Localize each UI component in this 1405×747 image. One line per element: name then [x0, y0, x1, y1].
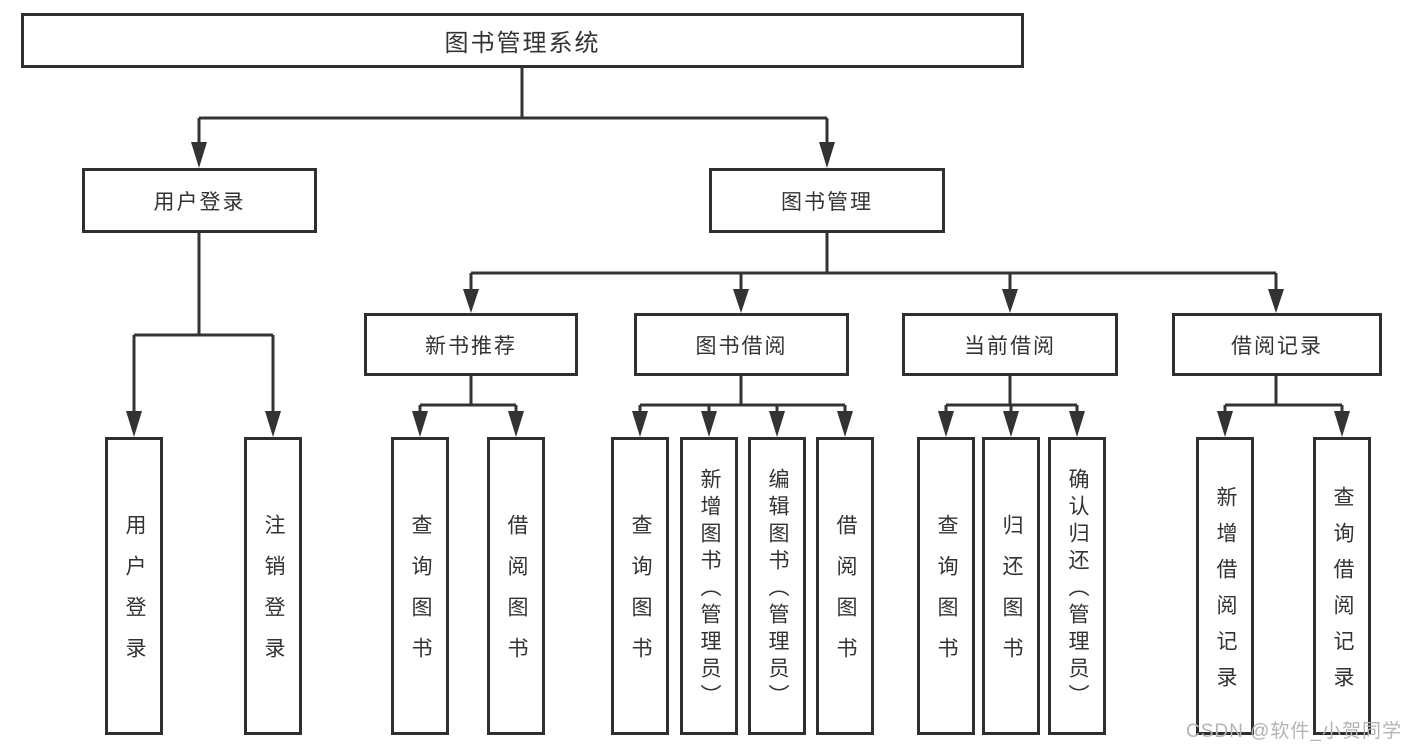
edges-new-book-recommend [412, 376, 524, 437]
leaf-return-books: 归还图书 [982, 437, 1040, 735]
leaf-logout-label: 注销登录 [262, 514, 285, 678]
node-user-login: 用户登录 [82, 168, 317, 233]
leaf-query-books-2-label: 查询图书 [629, 514, 652, 678]
node-user-login-label: 用户登录 [153, 190, 246, 214]
node-current-borrow-label: 当前借阅 [964, 334, 1056, 358]
leaf-query-books-3: 查询图书 [917, 437, 975, 735]
leaf-query-borrow-record-label: 查询借阅记录 [1331, 485, 1354, 702]
leaf-query-books-2: 查询图书 [611, 437, 669, 735]
leaf-user-login: 用户登录 [105, 437, 163, 735]
leaf-user-login-label: 用户登录 [123, 514, 146, 678]
leaf-query-books-3-label: 查询图书 [935, 514, 958, 678]
edges-book-management [463, 233, 1284, 313]
edges-borrow-records [1217, 376, 1350, 437]
node-borrow-records: 借阅记录 [1172, 313, 1382, 376]
node-book-borrow-label: 图书借阅 [695, 334, 788, 358]
node-root-label: 图书管理系统 [444, 30, 601, 57]
leaf-query-books-1-label: 查询图书 [409, 514, 432, 678]
leaf-add-books-admin-label: 新增图书（管理员） [698, 467, 721, 711]
edges-current-borrow [938, 376, 1085, 437]
leaf-borrow-books-1-label: 借阅图书 [505, 514, 528, 678]
leaf-borrow-books-2: 借阅图书 [816, 437, 874, 735]
leaf-borrow-books-2-label: 借阅图书 [834, 514, 857, 678]
node-book-borrow: 图书借阅 [634, 313, 849, 376]
leaf-confirm-return-admin: 确认归还（管理员） [1048, 437, 1106, 735]
edges-book-borrow [632, 376, 853, 437]
csdn-watermark: CSDN @软件_小贺同学 [1186, 721, 1402, 742]
node-root: 图书管理系统 [21, 13, 1024, 68]
node-book-management-label: 图书管理 [781, 190, 873, 214]
node-new-book-recommend: 新书推荐 [364, 313, 578, 376]
leaf-query-books-1: 查询图书 [391, 437, 449, 735]
leaf-confirm-return-admin-label: 确认归还（管理员） [1066, 467, 1089, 711]
node-book-management: 图书管理 [709, 168, 945, 233]
leaf-edit-books-admin: 编辑图书（管理员） [748, 437, 806, 735]
node-borrow-records-label: 借阅记录 [1231, 334, 1323, 358]
edges-root [191, 68, 835, 168]
leaf-add-borrow-record-label: 新增借阅记录 [1214, 485, 1237, 702]
leaf-edit-books-admin-label: 编辑图书（管理员） [766, 467, 789, 711]
node-new-book-recommend-label: 新书推荐 [425, 334, 517, 358]
leaf-add-borrow-record: 新增借阅记录 [1196, 437, 1254, 735]
leaf-add-books-admin: 新增图书（管理员） [680, 437, 738, 735]
leaf-query-borrow-record: 查询借阅记录 [1313, 437, 1371, 735]
edges-user-login [126, 233, 281, 437]
leaf-borrow-books-1: 借阅图书 [487, 437, 545, 735]
leaf-logout: 注销登录 [244, 437, 302, 735]
leaf-return-books-label: 归还图书 [1000, 514, 1023, 678]
node-current-borrow: 当前借阅 [902, 313, 1118, 376]
